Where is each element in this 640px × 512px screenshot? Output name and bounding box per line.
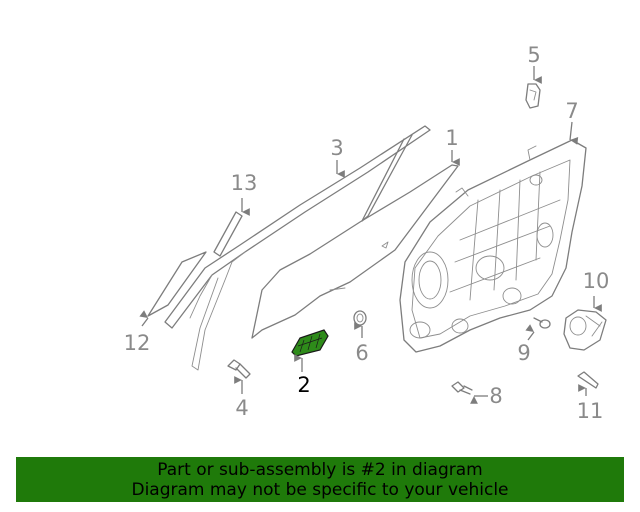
highlighted-part-2 [291, 329, 329, 357]
banner-line-1: Part or sub-assembly is #2 in diagram [157, 459, 483, 480]
callout-5: 5 [527, 43, 540, 67]
parts-diagram: 1 2 3 4 5 6 7 8 9 10 11 12 13 [124, 43, 610, 423]
callout-3: 3 [330, 136, 343, 160]
corner-glass [147, 251, 207, 317]
bolt-8 [451, 381, 473, 395]
callout-11: 11 [577, 399, 604, 423]
screw-9 [533, 317, 551, 329]
callout-13: 13 [231, 171, 258, 195]
callout-8: 8 [489, 384, 502, 408]
callout-4: 4 [235, 396, 248, 420]
callout-12: 12 [124, 331, 151, 355]
banner-line-2: Diagram may not be specific to your vehi… [131, 479, 509, 500]
division-bar-strip [213, 211, 243, 257]
glass-run-channel [164, 125, 431, 371]
bolt-4 [227, 359, 251, 379]
callout-6: 6 [355, 341, 368, 365]
clip-5 [525, 83, 541, 109]
pin-11 [577, 371, 599, 389]
door-glass [251, 164, 459, 339]
callout-2: 2 [297, 373, 310, 397]
regulator-motor-10 [563, 309, 607, 351]
grommet-6 [353, 310, 367, 326]
callout-10: 10 [583, 269, 610, 293]
info-banner: Part or sub-assembly is #2 in diagram Di… [16, 457, 624, 502]
leader-lines [139, 66, 602, 404]
door-module-regulator [399, 139, 587, 353]
callout-7: 7 [565, 99, 578, 123]
callout-1: 1 [445, 126, 458, 150]
callout-9: 9 [517, 341, 530, 365]
